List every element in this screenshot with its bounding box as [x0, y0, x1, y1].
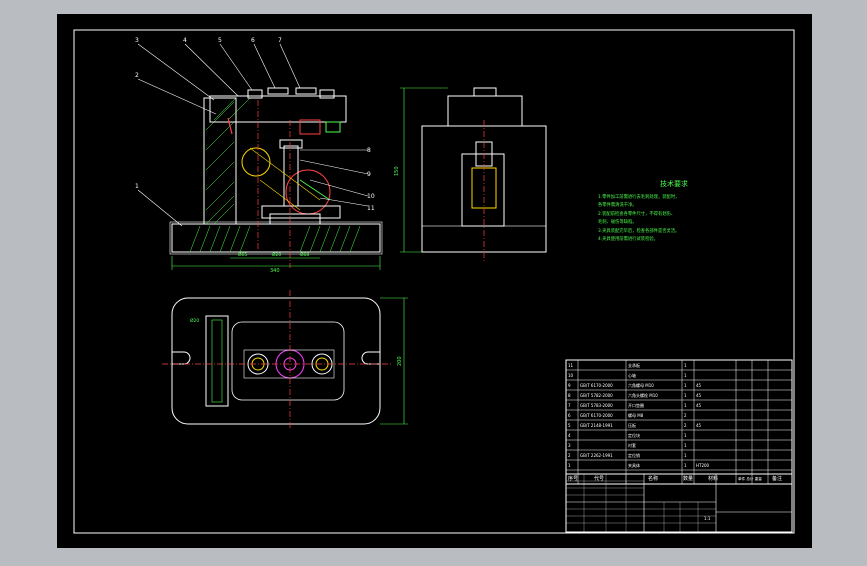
bom-cell-code: GB/T 2148-1991: [580, 423, 613, 428]
title-block: 1:1: [565, 473, 793, 533]
bom-header-material: 材料: [708, 475, 718, 482]
tech-title: 技术要求: [660, 179, 688, 188]
tech-line-4: 毛刺、碰伤等缺陷。: [598, 218, 637, 225]
dim-mid: Ø20: [272, 251, 281, 258]
balloon-7: 7: [278, 37, 282, 44]
tech-line-5: 3.夹具装配完毕后，检查各部件是否灵活。: [598, 227, 679, 234]
balloon-9: 9: [367, 171, 371, 178]
bom-cell-qty: 2: [684, 413, 687, 418]
dim-height: 150: [394, 166, 400, 176]
balloon-8: 8: [367, 147, 371, 154]
bom-cell-name: 六角头螺栓 M10: [628, 392, 658, 398]
bom-cell-name: 压板: [628, 422, 636, 428]
bom-cell-name: 定位销: [628, 452, 640, 458]
bom-cell-no: 3: [568, 443, 571, 448]
balloon-2: 2: [135, 72, 139, 79]
bom-cell-material: 45: [696, 383, 702, 388]
bom-cell-no: 11: [568, 363, 574, 368]
bom-cell-no: 9: [568, 383, 571, 388]
top-view: 200 Ø20: [162, 290, 408, 430]
bom-cell-material: HT200: [696, 463, 710, 468]
bom-cell-material: 45: [696, 423, 702, 428]
bom-cell-code: GB/T 6170-2000: [580, 383, 613, 388]
bom-cell-no: 6: [568, 413, 571, 418]
bom-cell-qty: 1: [684, 463, 687, 468]
bom-cell-code: GB/T 5782-2000: [580, 393, 613, 398]
bom-header-weight: 单件 总计 重量: [738, 476, 762, 481]
bom-cell-qty: 1: [684, 393, 687, 398]
bom-header-name: 名称: [648, 475, 658, 482]
bom-cell-qty: 1: [684, 373, 687, 378]
drawing-border: [73, 29, 795, 534]
bom-cell-code: GB/T 6170-2000: [580, 413, 613, 418]
bom-cell-name: 衬套: [628, 442, 636, 448]
bom-cell-no: 7: [568, 403, 571, 408]
bom-cell-qty: 2: [684, 423, 687, 428]
side-view: 150: [394, 87, 547, 262]
base-hatch: [189, 225, 361, 253]
tech-line-2: 各零件需清洗干净。: [598, 201, 637, 208]
bom-cell-name: 开口垫圈: [628, 402, 644, 408]
bom-cell-name: 定位块: [628, 432, 640, 438]
bom-cell-no: 1: [568, 463, 571, 468]
balloon-10: 10: [367, 193, 375, 200]
bom-cell-no: 10: [568, 373, 574, 378]
dim-overall: 340: [270, 268, 280, 274]
dim-tag: Ø20: [190, 317, 199, 324]
scale-value: 1:1: [704, 516, 711, 521]
tech-line-1: 1.零件加工前需进行去毛刺处理，装配时，: [598, 193, 679, 200]
bom-cell-qty: 1: [684, 443, 687, 448]
bom-cell-name: 夹具体: [628, 462, 640, 468]
tech-requirements: 技术要求 1.零件加工前需进行去毛刺处理，装配时， 各零件需清洗干净。 2.装配…: [598, 179, 688, 242]
bom-cell-no: 8: [568, 393, 571, 398]
part-balloons: 3 2 4 5 6 7 1 8 9 10 11: [135, 37, 375, 212]
bom-cell-name: 六角螺母 M10: [628, 382, 654, 388]
bom-cell-qty: 1: [684, 363, 687, 368]
balloon-6: 6: [251, 37, 255, 44]
bom-header-qty: 数量: [683, 475, 693, 482]
balloon-3: 3: [135, 37, 139, 44]
bom-cell-qty: 1: [684, 403, 687, 408]
bom-cell-no: 4: [568, 433, 571, 438]
balloon-4: 4: [183, 37, 187, 44]
dim-side: 200: [397, 356, 403, 366]
balloon-1: 1: [135, 183, 139, 190]
bom-cell-name: 螺母 M8: [628, 412, 644, 418]
front-view: 340 Ø65 Ø20 Ø68: [169, 87, 383, 274]
bom-cell-qty: 1: [684, 453, 687, 458]
balloon-5: 5: [218, 37, 222, 44]
sheet-background: [57, 14, 812, 548]
bom-cell-code: GB/T 5783-2000: [580, 403, 613, 408]
bom-cell-qty: 1: [684, 433, 687, 438]
bom-header-note: 备注: [772, 475, 782, 482]
bom-cell-material: 45: [696, 393, 702, 398]
bom-cell-material: 45: [696, 403, 702, 408]
bom-header-no: 序号: [568, 475, 578, 482]
tech-line-3: 2.装配前检查各零件尺寸，不得有划伤、: [598, 210, 675, 217]
balloon-11: 11: [367, 205, 375, 212]
column-hatch: [205, 101, 235, 225]
leader-lines: [137, 43, 369, 227]
dim-left: Ø65: [238, 251, 247, 258]
tech-line-6: 4.夹具使用前需进行试装检验。: [598, 235, 658, 242]
bom-cell-code: GB/T 2262-1991: [580, 453, 613, 458]
bom-cell-name: 心轴: [628, 372, 636, 378]
bom-cell-no: 5: [568, 423, 571, 428]
bom-cell-qty: 1: [684, 383, 687, 388]
bom-cell-name: 支承板: [628, 362, 640, 368]
dim-right: Ø68: [300, 251, 309, 258]
bom-header-code: 代号: [594, 475, 604, 482]
bom-cell-no: 2: [568, 453, 571, 458]
